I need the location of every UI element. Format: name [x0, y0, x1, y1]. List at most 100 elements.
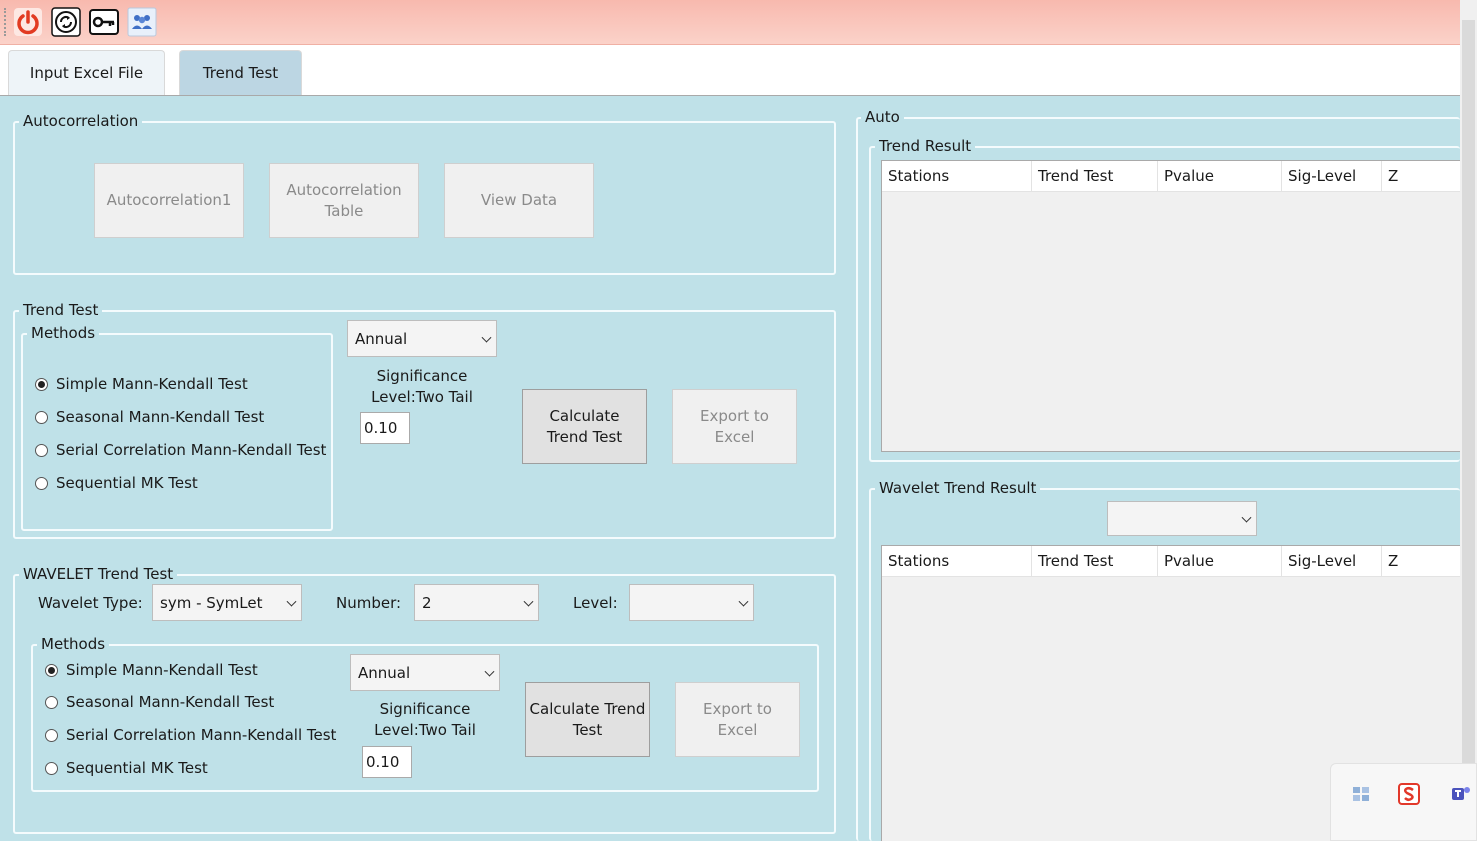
trend-method-seasonal-mk[interactable]: Seasonal Mann-Kendall Test — [35, 408, 264, 426]
wavelet-trend-test-group — [13, 574, 836, 834]
wavelet-method-seasonal-mk[interactable]: Seasonal Mann-Kendall Test — [45, 693, 274, 711]
wavelet-method-simple-mk[interactable]: Simple Mann-Kendall Test — [45, 661, 258, 679]
wavelet-result-select[interactable] — [1107, 501, 1257, 536]
column-header-trend-test[interactable]: Trend Test — [1032, 546, 1158, 576]
trend-significance-label: Significance Level:Two Tail — [371, 367, 473, 406]
radio-label: Serial Correlation Mann-Kendall Test — [56, 441, 327, 459]
chevron-down-icon — [286, 596, 297, 607]
radio-icon — [45, 761, 58, 775]
wavelet-export-to-excel-button[interactable]: Export to Excel — [675, 682, 800, 757]
radio-label: Seasonal Mann-Kendall Test — [66, 693, 275, 711]
radio-icon — [35, 476, 48, 490]
key-icon — [89, 9, 119, 35]
wavelet-method-serial-mk[interactable]: Serial Correlation Mann-Kendall Test — [45, 726, 336, 744]
radio-icon — [35, 443, 48, 457]
chevron-down-icon — [738, 596, 749, 607]
radio-icon — [45, 663, 58, 677]
radio-icon — [35, 377, 48, 391]
auto-title: Auto — [861, 108, 904, 126]
select-value: Annual — [358, 663, 411, 682]
column-header-stations[interactable]: Stations — [882, 546, 1032, 576]
trend-result-group — [869, 146, 1460, 462]
auto-results-group — [856, 117, 1460, 841]
wavelet-methods-title: Methods — [37, 635, 110, 653]
chevron-down-icon — [484, 666, 495, 677]
users-button[interactable] — [127, 7, 157, 37]
key-button[interactable] — [89, 7, 119, 37]
system-tray-overflow — [1330, 763, 1477, 841]
radio-label: Simple Mann-Kendall Test — [56, 375, 248, 393]
wavelet-level-label: Level: — [573, 594, 618, 612]
select-value: 2 — [422, 593, 432, 612]
wavelet-trend-result-title: Wavelet Trend Result — [875, 479, 1041, 497]
radio-label: Seasonal Mann-Kendall Test — [56, 408, 265, 426]
chevron-down-icon — [481, 332, 492, 343]
tab-input-excel-file[interactable]: Input Excel File — [8, 50, 165, 95]
autocorrelation-title: Autocorrelation — [19, 112, 143, 130]
radio-icon — [45, 728, 58, 742]
wavelet-number-label: Number: — [336, 594, 402, 612]
autocorrelation1-button[interactable]: Autocorrelation1 — [94, 163, 244, 238]
wavelet-level-select[interactable] — [629, 584, 754, 621]
scrollbar-thumb[interactable] — [1462, 20, 1475, 765]
wavelet-period-select[interactable]: Annual — [350, 654, 500, 691]
wavelet-number-select[interactable]: 2 — [414, 584, 539, 621]
wavelet-type-select[interactable]: sym - SymLet — [152, 584, 302, 621]
column-header-pvalue[interactable]: Pvalue — [1158, 161, 1282, 191]
table-header: Stations Trend Test Pvalue Sig-Level Z — [882, 546, 1460, 577]
trend-methods-title: Methods — [27, 324, 100, 342]
radio-label: Sequential MK Test — [66, 759, 208, 777]
view-data-button[interactable]: View Data — [444, 163, 594, 238]
teams-icon[interactable] — [1450, 783, 1472, 805]
refresh-button[interactable] — [51, 7, 81, 37]
power-button[interactable] — [13, 7, 43, 37]
export-to-excel-button[interactable]: Export to Excel — [672, 389, 797, 464]
trend-method-simple-mk[interactable]: Simple Mann-Kendall Test — [35, 375, 248, 393]
wavelet-type-label: Wavelet Type: — [38, 594, 143, 612]
toolbar — [0, 0, 1460, 45]
tab-trend-test[interactable]: Trend Test — [179, 50, 302, 95]
column-header-z[interactable]: Z — [1388, 167, 1399, 185]
radio-label: Simple Mann-Kendall Test — [66, 661, 258, 679]
radio-label: Sequential MK Test — [56, 474, 198, 492]
select-value: Annual — [355, 329, 408, 348]
toolbar-grip — [4, 8, 7, 36]
chevron-down-icon — [523, 596, 534, 607]
trend-significance-input[interactable]: 0.10 — [360, 412, 410, 444]
column-header-sig-level[interactable]: Sig-Level — [1282, 161, 1382, 191]
trend-method-serial-mk[interactable]: Serial Correlation Mann-Kendall Test — [35, 441, 326, 459]
wavelet-method-sequential-mk[interactable]: Sequential MK Test — [45, 759, 208, 777]
radio-label: Serial Correlation Mann-Kendall Test — [66, 726, 337, 744]
users-icon — [127, 7, 157, 37]
column-header-z[interactable]: Z — [1388, 552, 1399, 570]
wavelet-trend-test-title: WAVELET Trend Test — [19, 565, 178, 583]
trend-result-table[interactable]: Stations Trend Test Pvalue Sig-Level Z — [881, 160, 1460, 452]
trend-method-sequential-mk[interactable]: Sequential MK Test — [35, 474, 198, 492]
trend-test-title: Trend Test — [19, 301, 103, 319]
autocorrelation-group — [13, 121, 836, 275]
radio-icon — [45, 695, 58, 709]
column-header-trend-test[interactable]: Trend Test — [1032, 161, 1158, 191]
trend-period-select[interactable]: Annual — [347, 320, 497, 357]
wavelet-significance-input[interactable]: 0.10 — [362, 746, 412, 778]
column-header-pvalue[interactable]: Pvalue — [1158, 546, 1282, 576]
wavelet-significance-label: Significance Level:Two Tail — [374, 700, 476, 739]
wavelet-calculate-trend-test-button[interactable]: Calculate Trend Test — [525, 682, 650, 757]
trend-test-group — [13, 310, 836, 539]
column-header-sig-level[interactable]: Sig-Level — [1282, 546, 1382, 576]
autocorrelation-table-button[interactable]: Autocorrelation Table — [269, 163, 419, 238]
select-value: sym - SymLet — [160, 593, 263, 612]
column-header-stations[interactable]: Stations — [882, 161, 1032, 191]
chevron-down-icon — [1241, 512, 1252, 523]
refresh-icon — [51, 7, 81, 37]
network-icon[interactable] — [1351, 784, 1371, 804]
wavelet-methods-group — [31, 644, 819, 792]
wavelet-trend-result-group — [869, 488, 1460, 841]
sogou-s-icon[interactable] — [1398, 783, 1420, 805]
power-icon — [14, 8, 42, 36]
trend-methods-group — [21, 333, 333, 531]
trend-result-title: Trend Result — [875, 137, 976, 155]
radio-icon — [35, 410, 48, 424]
table-header: Stations Trend Test Pvalue Sig-Level Z — [882, 161, 1460, 192]
calculate-trend-test-button[interactable]: Calculate Trend Test — [522, 389, 647, 464]
